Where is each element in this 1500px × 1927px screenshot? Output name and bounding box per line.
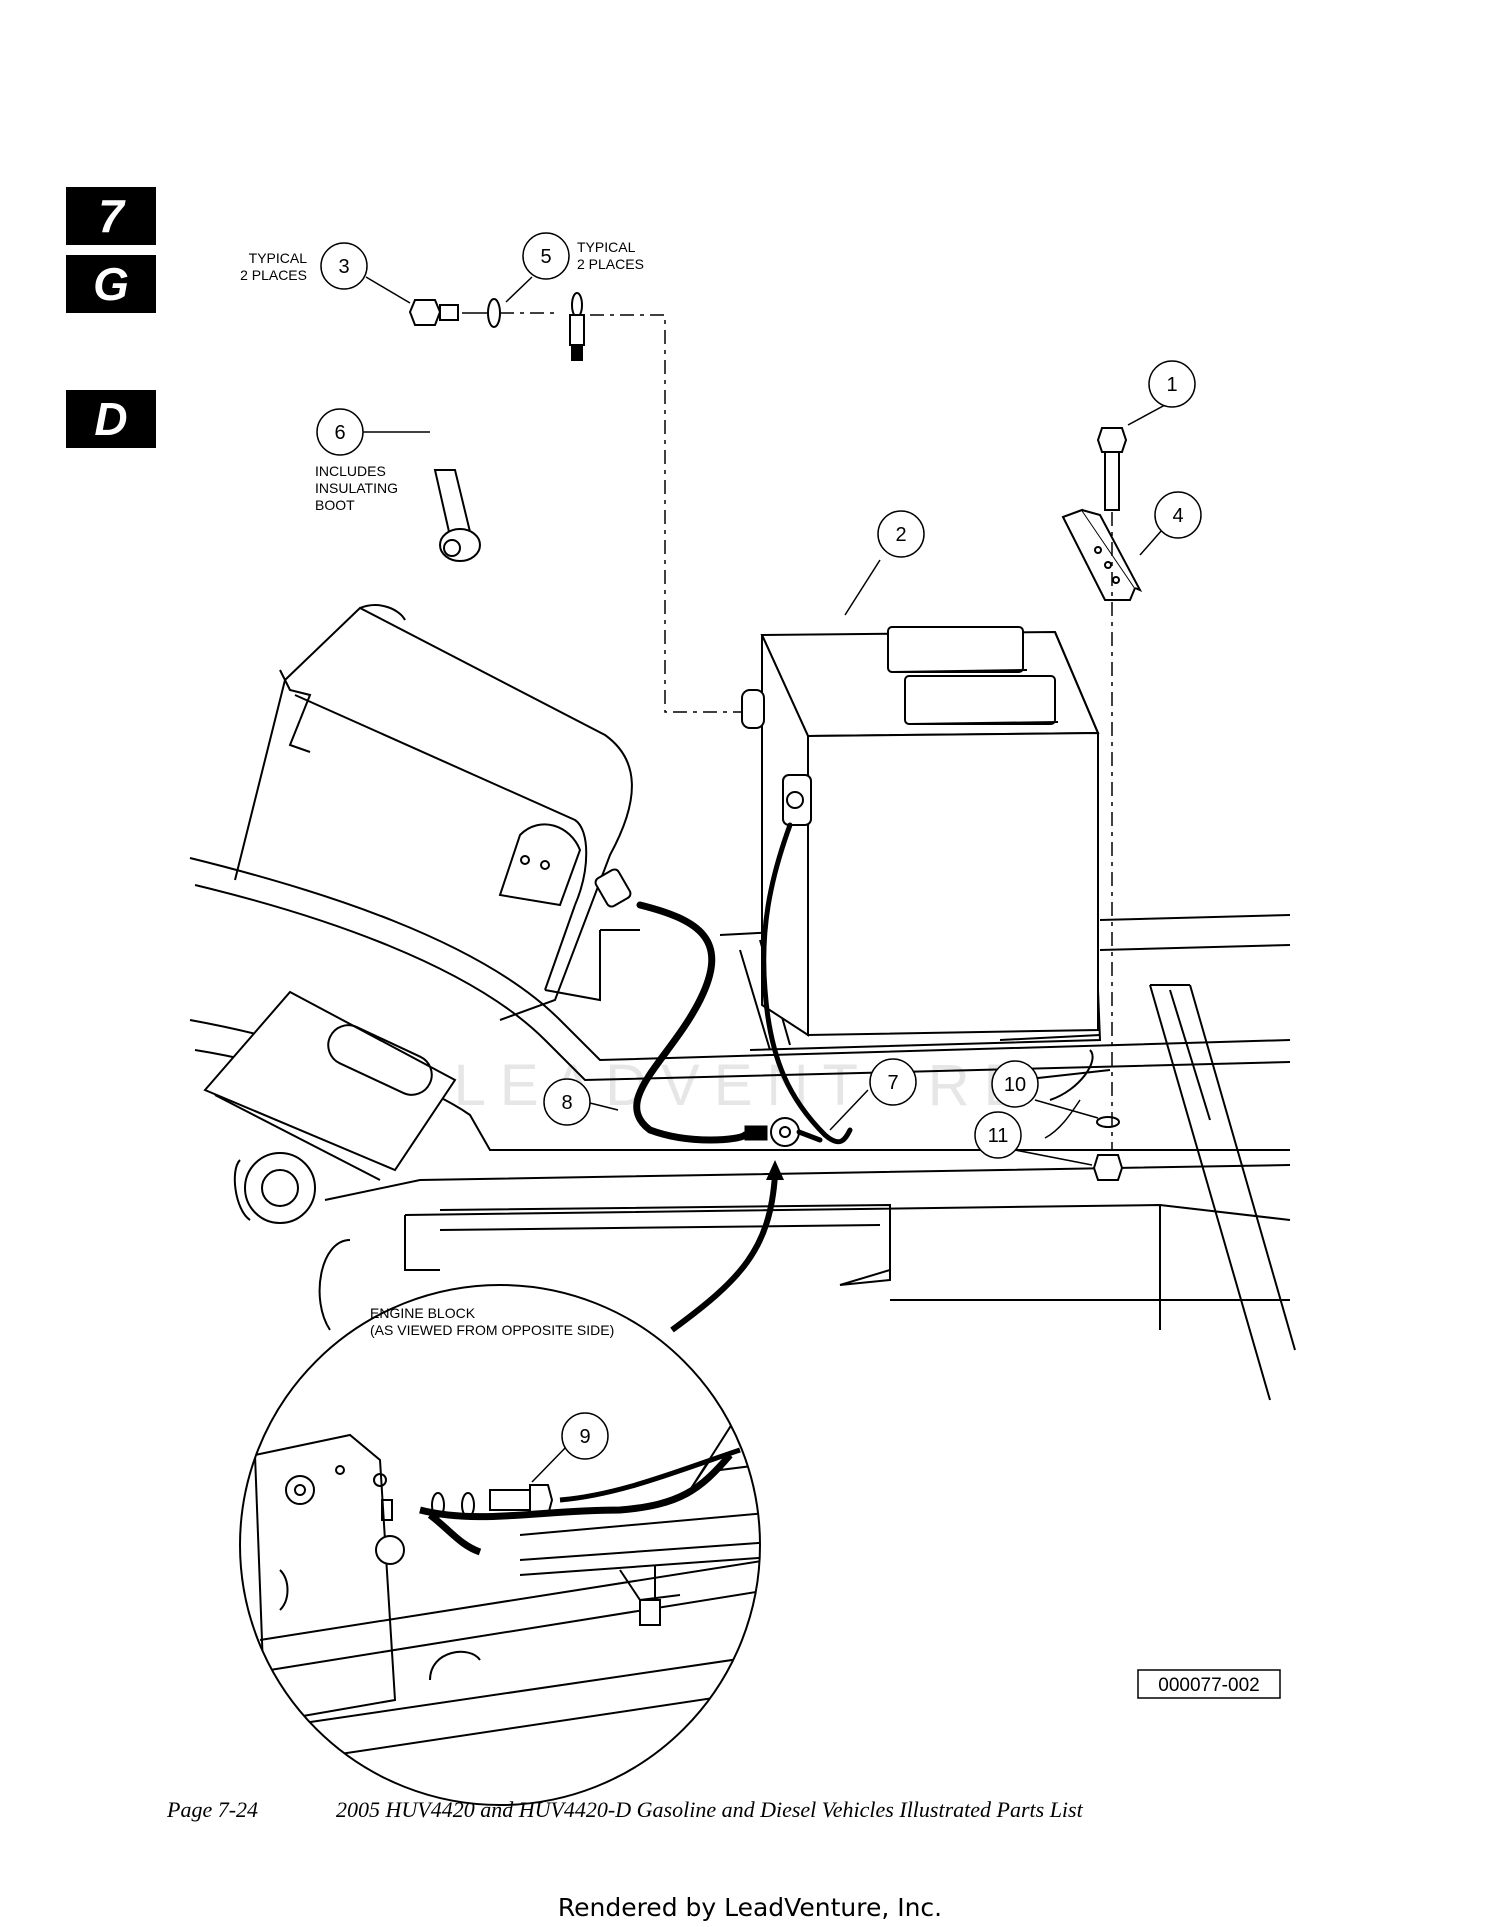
callout-9: 9 xyxy=(579,1426,590,1448)
assembly-lines xyxy=(500,312,1113,1150)
note-typical-5-line2: 2 PLACES xyxy=(577,256,644,272)
note-typical-3-line1: TYPICAL xyxy=(249,250,308,266)
callout-7: 7 xyxy=(887,1072,898,1094)
clamp-bar-part xyxy=(1061,508,1143,601)
watermark-text: LEADVENTURE xyxy=(454,1053,1037,1118)
insulating-boot-part xyxy=(433,469,481,562)
callout-2: 2 xyxy=(895,524,906,546)
figure-id-text: 000077-002 xyxy=(1158,1675,1259,1696)
callout-8: 8 xyxy=(561,1092,572,1114)
callout-11: 11 xyxy=(988,1125,1009,1147)
lock-washer-part xyxy=(1096,1116,1120,1128)
callout-4: 4 xyxy=(1172,505,1183,527)
callout-circles xyxy=(316,232,1202,1460)
diagram-notes: TYPICAL 2 PLACES TYPICAL 2 PLACES INCLUD… xyxy=(240,239,644,1338)
rendered-by-credit: Rendered by LeadVenture, Inc. xyxy=(557,1893,943,1922)
section-tab-7: 7 xyxy=(66,187,156,245)
vehicle-frame xyxy=(189,604,1296,1401)
note-includes-line1: INCLUDES xyxy=(315,463,386,479)
callout-10: 10 xyxy=(1004,1074,1026,1096)
battery xyxy=(741,626,1100,1037)
section-tab-d: D xyxy=(66,390,156,448)
detail-pointer-arrow xyxy=(670,1160,784,1333)
washer-part xyxy=(487,298,501,328)
note-engine-block-line1: ENGINE BLOCK xyxy=(370,1305,476,1321)
note-includes-line2: INSULATING xyxy=(315,480,398,496)
section-tab-g: G xyxy=(66,255,156,313)
battery-cables xyxy=(594,822,853,1147)
note-engine-block-line2: (AS VIEWED FROM OPPOSITE SIDE) xyxy=(370,1322,614,1338)
nut-part xyxy=(1092,1154,1124,1181)
terminal-lug-part xyxy=(569,292,585,361)
callout-numbers: 1 2 3 4 5 6 7 8 9 10 11 xyxy=(334,246,1183,1448)
callout-5: 5 xyxy=(540,246,551,268)
callout-6: 6 xyxy=(334,422,345,444)
terminal-bolt-part xyxy=(408,299,459,326)
callout-1: 1 xyxy=(1166,374,1177,396)
footer-document-title: 2005 HUV4420 and HUV4420-D Gasoline and … xyxy=(336,1797,1083,1822)
note-typical-3-line2: 2 PLACES xyxy=(240,267,307,283)
bolt-part xyxy=(1096,427,1128,511)
figure-id-box: 000077-002 xyxy=(1137,1669,1281,1699)
leader-lines xyxy=(362,276,1166,1483)
footer-page-number: Page 7-24 xyxy=(167,1797,259,1822)
note-typical-5-line1: TYPICAL xyxy=(577,239,636,255)
note-includes-line3: BOOT xyxy=(315,497,355,513)
callout-3: 3 xyxy=(338,256,349,278)
engine-block-detail xyxy=(239,1284,761,1806)
